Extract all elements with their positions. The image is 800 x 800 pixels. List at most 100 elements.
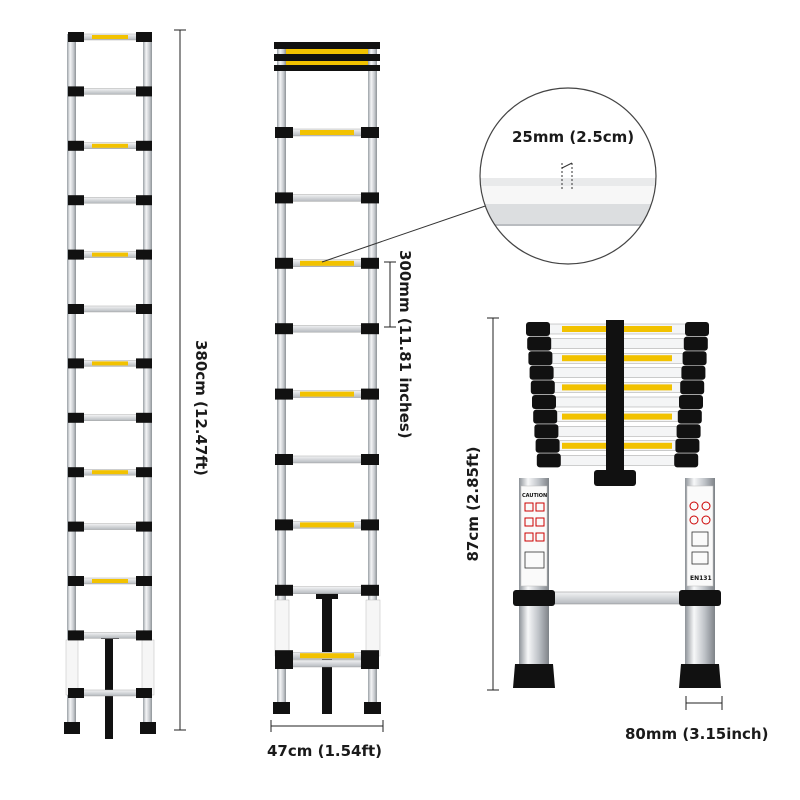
rung-cap: [68, 630, 84, 641]
rung-cap: [136, 467, 152, 478]
rung-cap: [136, 195, 152, 206]
full-height-label: 380cm (12.47ft): [192, 340, 210, 476]
rung-cap: [529, 365, 554, 380]
rung: [68, 304, 152, 314]
rung: [68, 688, 152, 698]
callout-leader: [321, 201, 498, 263]
rung: [68, 412, 152, 423]
rung-bar: [284, 194, 370, 202]
left-rung-cap: [513, 590, 555, 606]
rung-cap: [68, 32, 84, 42]
rung-cap: [275, 388, 293, 400]
rung: [68, 630, 152, 641]
standard-text: EN131: [690, 575, 712, 582]
rung: [68, 140, 152, 151]
rung-sticker: [92, 470, 128, 475]
bottom-rung: [548, 591, 686, 605]
rung-detail-callout: [479, 87, 657, 265]
rung-bar: [284, 455, 370, 464]
right-rung-cap: [679, 590, 721, 606]
rung: [275, 127, 379, 138]
rung-cap: [136, 32, 152, 42]
rung-sticker: [300, 130, 354, 135]
rung-cap: [534, 424, 559, 439]
rung-cap: [275, 658, 293, 669]
rung-sticker: [92, 35, 128, 39]
rung-cap: [68, 140, 84, 151]
rung-cap: [528, 351, 553, 366]
rung: [275, 192, 379, 204]
closed-height-label: 87cm (2.85ft): [464, 446, 482, 561]
rung-cap: [530, 380, 555, 395]
rung-cap: [361, 388, 379, 400]
rung-cap: [136, 688, 152, 698]
strap: [101, 633, 119, 739]
rung-cap: [275, 650, 293, 662]
top-stack: [274, 42, 380, 71]
rung-bar: [284, 659, 370, 668]
rung-cap: [136, 521, 152, 532]
rung-cap: [68, 576, 84, 586]
rung-cap: [275, 192, 293, 204]
rung-cap: [680, 380, 705, 395]
rung-spacing-label: 300mm (11.81 inches): [396, 250, 414, 439]
rung-cap: [275, 323, 293, 335]
rung-sticker: [300, 260, 354, 266]
rung-sticker: [92, 143, 128, 148]
rung-spacing-dimension: [384, 261, 396, 328]
rung-cap: [361, 519, 379, 531]
rung-cap: [527, 336, 552, 351]
rung: [68, 467, 152, 478]
rung-cap: [275, 257, 293, 269]
caution-text: CAUTION: [522, 493, 547, 499]
width-dimension: [270, 720, 384, 732]
rung: [68, 195, 152, 206]
rung-cap: [136, 358, 152, 369]
middle-ladder: [273, 42, 381, 714]
rung-bar: [73, 196, 147, 204]
warning-labels: [65, 639, 155, 696]
rung-cap: [361, 127, 379, 138]
rung-sticker: [300, 391, 354, 397]
warning-labels: [274, 599, 381, 657]
rung-depth-label: 25mm (2.5cm): [512, 128, 634, 146]
rung-cap: [676, 424, 701, 439]
left-rail: [67, 34, 76, 730]
rung-cap: [275, 519, 293, 531]
rung-cap: [68, 688, 84, 698]
rung-cap: [533, 409, 558, 424]
rung-cap: [361, 257, 379, 269]
rung-cap: [68, 412, 84, 423]
rung-cap: [68, 358, 84, 369]
rung-cap: [68, 86, 84, 97]
right-foot: [679, 664, 721, 688]
rung-cap: [677, 409, 702, 424]
rung-cap: [682, 351, 707, 366]
rung-cap: [685, 322, 709, 336]
rung-cap: [136, 249, 152, 260]
rung-cap: [136, 140, 152, 151]
rung-bar: [73, 414, 147, 421]
rung-sticker: [300, 653, 354, 659]
rung-cap: [136, 576, 152, 586]
right-rail: [143, 34, 152, 730]
rung-cap: [68, 195, 84, 206]
right-foot: [364, 702, 381, 714]
rung: [68, 86, 152, 97]
rung-cap: [536, 453, 561, 468]
caution-sticker-right: EN131: [686, 485, 714, 587]
rung-bar: [73, 632, 147, 639]
rung-cap: [136, 412, 152, 423]
rung-cap: [361, 658, 379, 669]
collapsed-ladder: CAUTION EN131: [513, 320, 721, 688]
center-strap: [606, 320, 624, 478]
rung-sticker: [300, 522, 354, 528]
height-dimension-line: [174, 29, 186, 731]
rung-bar: [73, 305, 147, 313]
rung-sticker: [92, 579, 128, 583]
rung: [68, 32, 152, 42]
rung: [275, 584, 379, 596]
left-foot: [513, 664, 555, 688]
left-foot: [64, 722, 80, 734]
rung-sticker: [92, 252, 128, 257]
